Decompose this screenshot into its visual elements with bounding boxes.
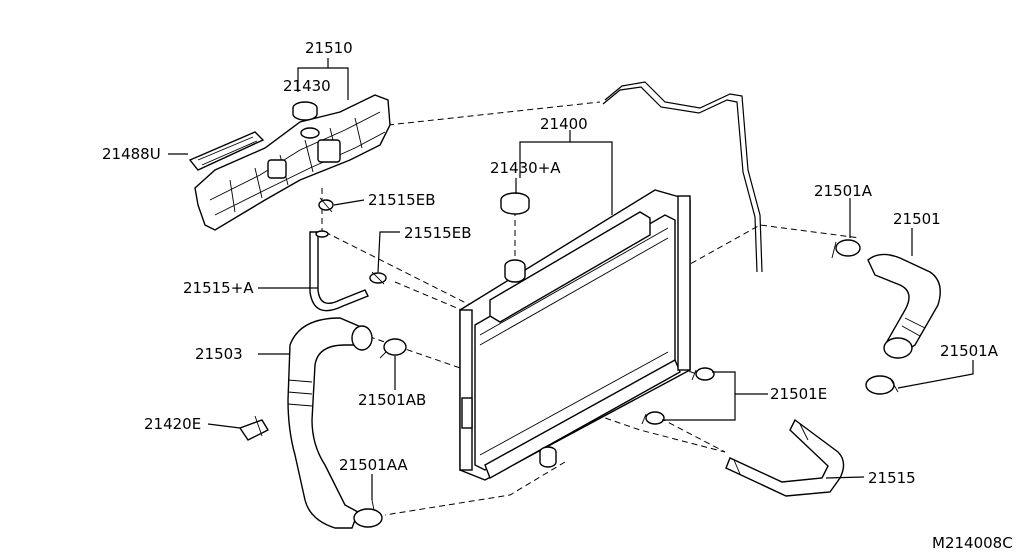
label-21501A-top: 21501A bbox=[814, 182, 873, 200]
hose-clamp-ab bbox=[379, 338, 407, 359]
label-21501A-right: 21501A bbox=[940, 342, 999, 360]
bypass-hose bbox=[725, 418, 845, 497]
label-21501E: 21501E bbox=[770, 385, 827, 403]
hose-clamp-aa bbox=[353, 499, 383, 528]
label-21400: 21400 bbox=[540, 115, 588, 133]
reservoir-cap bbox=[292, 101, 318, 121]
label-21515: 21515 bbox=[868, 469, 916, 487]
label-21501: 21501 bbox=[893, 210, 941, 228]
label-21503: 21503 bbox=[195, 345, 243, 363]
hose-clamp-a-top bbox=[831, 239, 861, 259]
reservoir-tank bbox=[194, 94, 391, 231]
radiator-cap bbox=[500, 192, 530, 215]
label-21430: 21430 bbox=[283, 77, 331, 95]
hose-clip-lower bbox=[369, 271, 387, 285]
hose-clip-upper bbox=[318, 197, 334, 213]
upper-radiator-hose bbox=[867, 253, 941, 359]
leader-lines bbox=[168, 58, 974, 500]
label-21501AB: 21501AB bbox=[358, 391, 426, 409]
hose-clamp-a-right bbox=[865, 375, 899, 395]
label-21510: 21510 bbox=[305, 39, 353, 57]
reservoir-hose bbox=[309, 230, 369, 312]
label-21515EB-lower: 21515EB bbox=[404, 224, 472, 242]
lower-radiator-hose bbox=[287, 317, 373, 529]
label-21515A: 21515+A bbox=[183, 279, 254, 297]
warning-label-plate bbox=[188, 131, 265, 171]
hose-clamp-e-lower bbox=[641, 411, 665, 425]
overflow-hose bbox=[602, 81, 763, 273]
hose-clamp-e-upper bbox=[691, 367, 715, 381]
label-21420E: 21420E bbox=[144, 415, 201, 433]
hose-bracket-clip bbox=[238, 415, 269, 441]
radiator bbox=[459, 189, 691, 481]
diagram-code: M214008C bbox=[932, 534, 1013, 552]
label-21430A: 21430+A bbox=[490, 159, 561, 177]
part-labels: 21510 21430 21488U 21515EB 21515EB 21515… bbox=[102, 39, 1013, 552]
label-21501AA: 21501AA bbox=[339, 456, 408, 474]
label-21515EB-upper: 21515EB bbox=[368, 191, 436, 209]
label-21488U: 21488U bbox=[102, 145, 161, 163]
radiator-filler-neck bbox=[504, 259, 526, 283]
